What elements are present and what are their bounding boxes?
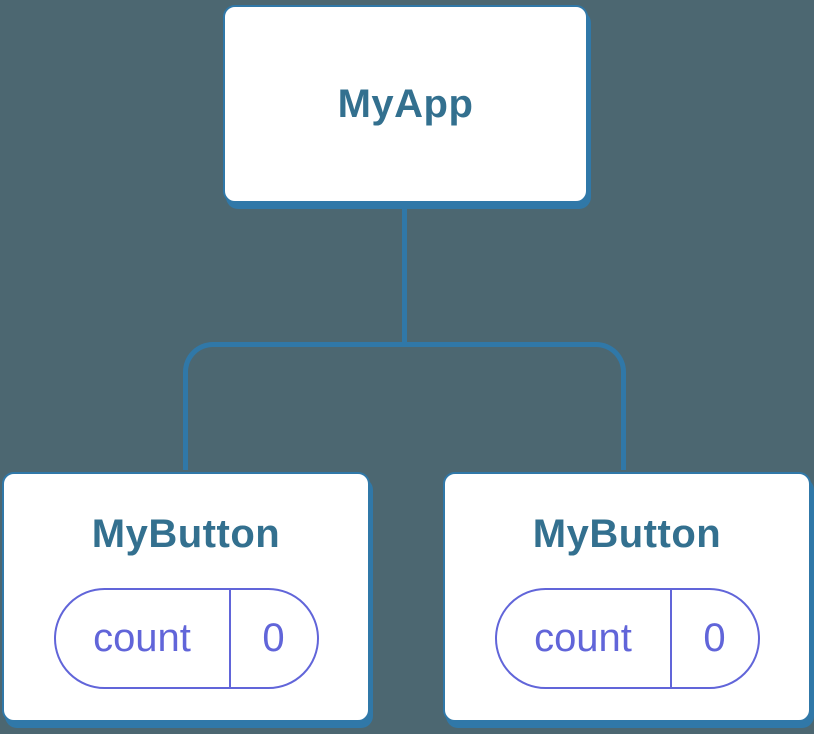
state-value-cell: 0 xyxy=(228,590,317,687)
connector-stem xyxy=(402,208,407,344)
child-node-label: MyButton xyxy=(91,512,281,556)
state-value: 0 xyxy=(703,616,726,660)
child-node-left: MyButton count 0 xyxy=(2,472,370,722)
state-key-label: count xyxy=(534,616,632,660)
connector-branch xyxy=(183,342,626,470)
state-value-cell: 0 xyxy=(669,590,758,687)
child-node-right: MyButton count 0 xyxy=(443,472,811,722)
state-pill: count 0 xyxy=(53,588,319,689)
state-key-label: count xyxy=(93,616,191,660)
root-node: MyApp xyxy=(223,5,588,203)
root-node-label: MyApp xyxy=(337,82,474,126)
state-pill: count 0 xyxy=(494,588,760,689)
child-node-label: MyButton xyxy=(532,512,722,556)
state-value: 0 xyxy=(262,616,285,660)
